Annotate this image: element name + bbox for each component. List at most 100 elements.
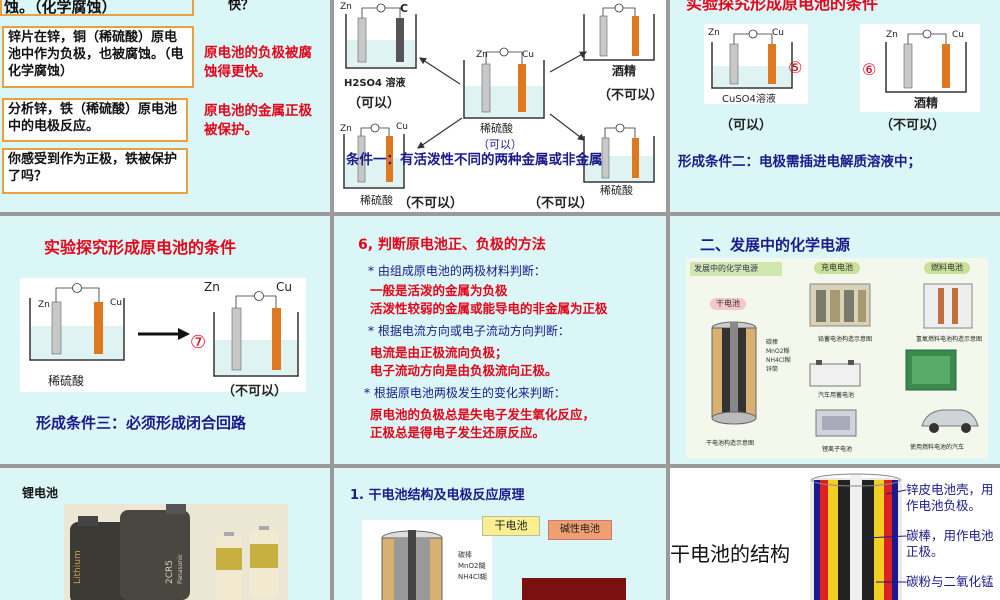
s9-label-1: 锌皮电池壳，用作电池负极。: [906, 482, 994, 513]
s2-condition-1: 条件一：有活泼性不同的两种金属或非金属: [346, 152, 603, 168]
s9-leader-lines: [865, 489, 907, 583]
s3-panel-6: Zn Cu ⑥ 酒精: [860, 24, 980, 112]
s2-notok-2: （不可以）: [528, 196, 594, 211]
svg-text:Lithium: Lithium: [73, 550, 83, 584]
s1-note-2: 原电池的金属正极被保护。: [204, 103, 312, 138]
s4-notok: （不可以）: [222, 384, 288, 399]
s4-zn-right: Zn: [204, 280, 220, 294]
s2-alcohol: 酒精: [612, 64, 637, 78]
s3-num-6: ⑥: [862, 60, 877, 79]
svg-text:2CR5: 2CR5: [165, 560, 175, 584]
slide-1[interactable]: 蚀。（化学腐蚀） 快？ 锌片在锌，铜（稀硫酸）原电池中作为负极，也被腐蚀。（电化…: [0, 0, 330, 212]
s2-cell-zn-c: [345, 3, 417, 69]
slide-3[interactable]: 实验探究形成原电池的条件 Zn Cu ⑤ CuSO4溶液 （可以） Zn Cu …: [670, 0, 1000, 212]
s8-title: 1. 干电池结构及电极反应原理: [350, 488, 525, 503]
s6-carbattery-image: [809, 360, 861, 387]
s4-cu-right: Cu: [276, 280, 292, 294]
s8-image: 碳棒 MnO2糊 NH4Cl糊: [362, 520, 492, 600]
s1-top-text: 蚀。（化学腐蚀）: [4, 0, 117, 16]
s6-cap-liion: 锂离子电池: [822, 446, 853, 453]
s7-battery-cr123-b: [250, 526, 278, 598]
slide-9[interactable]: 干电池的结构 锌皮电池壳，用作电池负极。 碳棒，用作电池正极。 碳粉与二氧化锰: [670, 468, 1000, 600]
s7-title: 锂电池: [22, 486, 59, 500]
s6-dry-parts: 碳棒 MnO2糊 NH4Cl糊 锌筒: [766, 338, 791, 374]
slide-4[interactable]: 实验探究形成原电池的条件 Zn Cu 稀硫酸 ⑦ Zn Cu （不: [0, 216, 330, 464]
s5-bullet-3a: 原电池的负极总是失电子发生氧化反应，: [370, 407, 596, 422]
slide-5[interactable]: 6, 判断原电池正、负极的方法 * 由组成原电池的两极材料判断： 一般是活泼的金…: [334, 216, 666, 464]
s6-cap-fuelcar: 使用燃料电池的汽车: [910, 444, 965, 451]
s6-part-1: MnO2糊: [766, 348, 790, 355]
s4-solution: 稀硫酸: [48, 374, 85, 388]
s6-part-3: 锌筒: [766, 366, 779, 373]
s7-photo: Lithium 2CR5 Panasonic: [64, 504, 288, 600]
s1-top-right: 快？: [228, 0, 255, 13]
s2-cell-center: [463, 47, 545, 119]
s5-bullet-2: * 根据电流方向或电子流动方向判断：: [368, 324, 570, 338]
s6-title: 二、发展中的化学电源: [700, 236, 851, 254]
s3-alcohol: 酒精: [914, 96, 939, 110]
s6-cap-car: 汽车用蓄电池: [818, 392, 855, 399]
s2-label-h2so4: H2SO4 溶液: [344, 78, 406, 89]
s1-box-1: 锌片在锌，铜（稀硫酸）原电池中作为负极，也被腐蚀。（电化学腐蚀）: [2, 26, 194, 88]
s3-ok: （可以）: [720, 118, 773, 133]
s4-arrow: [138, 328, 190, 340]
s6-liion-image: [815, 409, 857, 437]
s2-label-cu-bl: Cu: [396, 122, 408, 132]
s1-box-2: 分析锌，铁（稀硫酸）原电池中的电极反应。: [2, 98, 188, 142]
slide-7[interactable]: 锂电池 Lithium 2CR5 Panasonic: [0, 468, 330, 600]
s2-label-zn-1: Zn: [340, 2, 352, 12]
s6-poster-title: 发展中的化学电源: [690, 262, 782, 276]
s6-cap-fuel: 氢氧燃料电池构造示意图: [916, 336, 983, 343]
s4-title: 实验探究形成原电池的条件: [44, 238, 237, 257]
s4-cu-left: Cu: [110, 298, 122, 308]
s4-zn-left: Zn: [38, 300, 50, 310]
s3-panel-5: Zn Cu ⑤ CuSO4溶液: [704, 24, 808, 105]
s3-zn-6: Zn: [886, 30, 898, 40]
s8-part-1: MnO2糊: [458, 562, 486, 570]
s2-cell-br: [583, 123, 655, 183]
s8-part-2: NH4Cl糊: [458, 573, 487, 581]
s3-num-5: ⑤: [788, 58, 803, 77]
s6-fuelcar-image: [921, 409, 979, 433]
slide-6[interactable]: 二、发展中的化学电源 发展中的化学电源 充电电池 燃料电池 干电池 铅蓄电池构造…: [670, 216, 1000, 464]
s1-top-white: [0, 0, 194, 16]
s6-fuelcell-image: [923, 283, 973, 329]
slide-2[interactable]: Zn C H2SO4 溶液 （可以） Zn Cu 稀硫酸 （可以） 酒精 （不可…: [334, 0, 666, 212]
s1-box-3: 你感受到作为正极，铁被保护了吗？: [2, 148, 188, 194]
s3-cuso4: CuSO4溶液: [722, 94, 776, 105]
s6-leadacid-image: [809, 283, 871, 327]
s3-cu-6: Cu: [952, 30, 964, 40]
s8-parts: 碳棒 MnO2糊 NH4Cl糊: [458, 550, 487, 583]
s8-tag-alkaline: 碱性电池: [548, 520, 612, 540]
s2-arrows: [417, 51, 588, 149]
s9-title: 干电池的结构: [670, 542, 790, 566]
s3-zn-5: Zn: [708, 28, 720, 38]
s2-label-cu-c: Cu: [522, 50, 534, 60]
s7-battery-2cr5-a: Lithium: [70, 516, 134, 600]
s5-bullet-1b: 活泼性较弱的金属或能导电的非金属为正极: [370, 301, 608, 316]
s1-note-1: 原电池的负极被腐蚀得更快。: [204, 45, 312, 80]
s2-notok-3: （不可以）: [398, 196, 464, 211]
s4-condition-3: 形成条件三：必须形成闭合回路: [36, 414, 247, 432]
s8-drycell-image: [381, 530, 443, 600]
s5-bullet-2b: 电子流动方向是由负极流向正极。: [370, 363, 558, 378]
s6-part-0: 碳棒: [766, 339, 779, 346]
s6-fuelstack-image: [905, 349, 957, 391]
s2-label-zn-c: Zn: [476, 50, 488, 60]
s3-notok: （不可以）: [880, 118, 946, 133]
s6-poster: 发展中的化学电源 充电电池 燃料电池 干电池 铅蓄电池构造示意图 氢氧燃料电池构…: [686, 258, 988, 458]
s3-title: 实验探究形成原电池的条件: [686, 0, 879, 13]
s9-label-2: 碳棒，用作电池正极。: [906, 528, 994, 559]
s8-part-0: 碳棒: [458, 551, 472, 559]
svg-text:Panasonic: Panasonic: [177, 554, 184, 584]
s5-bullet-2a: 电流是由正极流向负极；: [370, 345, 508, 360]
slide-8[interactable]: 1. 干电池结构及电极反应原理 碳棒 MnO2糊 NH4Cl糊 干电池 碱性电池: [334, 468, 666, 600]
s2-ok-1: （可以）: [348, 96, 401, 111]
s7-battery-2cr5-b: 2CR5 Panasonic: [120, 504, 190, 600]
s6-tag-dry: 干电池: [710, 298, 746, 310]
s9-label-3: 碳粉与二氧化锰: [906, 574, 994, 589]
s4-num-7: ⑦: [190, 332, 207, 353]
s8-alkaline-image: [522, 578, 626, 600]
s5-bullet-1: * 由组成原电池的两极材料判断：: [368, 264, 546, 278]
s3-condition-2: 形成条件二：电极需插进电解质溶液中；: [678, 154, 921, 170]
